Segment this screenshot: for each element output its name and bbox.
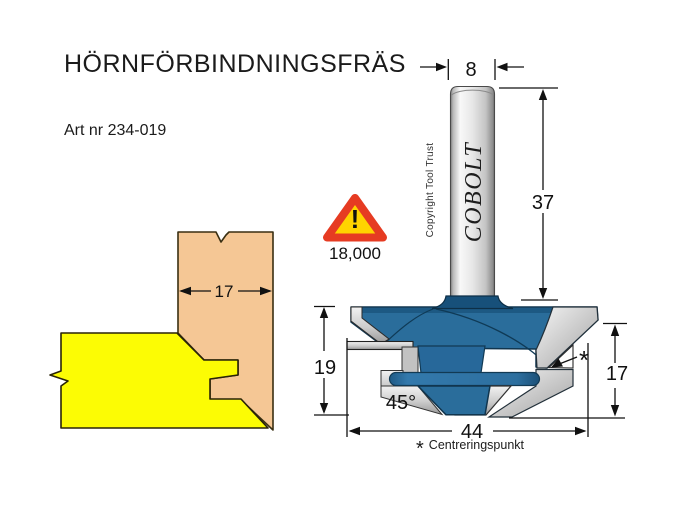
dim-cutter-diameter-value: 44 — [461, 421, 483, 443]
copyright-label: Copyright Tool Trust — [425, 143, 436, 238]
centering-notch — [547, 343, 574, 369]
page-title: HÖRNFÖRBINDNINGSFRÄS — [64, 50, 406, 78]
warning-triangle-icon — [323, 194, 387, 242]
article-number: Art nr 234-019 — [64, 122, 167, 139]
warning-exclamation: ! — [351, 204, 360, 234]
steel-left-mid — [401, 346, 419, 374]
dim-cutter-diameter: 44 — [346, 338, 589, 443]
footnote-label: Centreringspunkt — [428, 438, 524, 452]
centering-point-footnote: * Centreringspunkt — [416, 436, 524, 460]
dim-shank-diameter-value: 8 — [465, 59, 476, 81]
max-rpm-warning: ! 18,000 — [323, 194, 387, 263]
cutter-top-shade — [352, 308, 596, 313]
dim-cutting-height: 17 — [509, 322, 628, 419]
horizontal-board-shape — [49, 332, 269, 429]
dim-shank-length: 37 — [499, 87, 558, 301]
shank-shape — [449, 85, 496, 297]
dim-cutting-height-value: 17 — [606, 363, 628, 385]
dim-board-width: 17 — [179, 282, 272, 301]
brand-label: COBOLT — [461, 142, 487, 243]
dim-cutter-length-value: 19 — [314, 357, 336, 379]
hub-shape — [431, 295, 514, 310]
dim-cutter-length: 19 — [314, 305, 349, 416]
carbide-left-top — [350, 306, 390, 345]
slot-cutter-disc — [388, 371, 541, 387]
footnote-star: * — [416, 438, 424, 460]
carbide-right-top — [535, 306, 599, 369]
cone-blue — [417, 385, 491, 416]
steel-right-lower — [487, 368, 574, 418]
shank-top-face — [451, 89, 494, 96]
angle-label: 45° — [386, 392, 416, 414]
joint-profile-figure: 17 — [49, 231, 274, 431]
dim-shank-diameter: 8 — [420, 59, 524, 81]
centering-point-marker: * — [551, 345, 589, 375]
dim-board-width-value: 17 — [215, 282, 234, 301]
dim-shank-length-value: 37 — [532, 192, 554, 214]
router-bit-figure: COBOLT Copyright Tool Trust 8 37 — [314, 59, 628, 443]
cutter-neck — [417, 345, 486, 374]
centering-star: * — [579, 345, 589, 375]
rpm-value: 18,000 — [329, 244, 381, 263]
